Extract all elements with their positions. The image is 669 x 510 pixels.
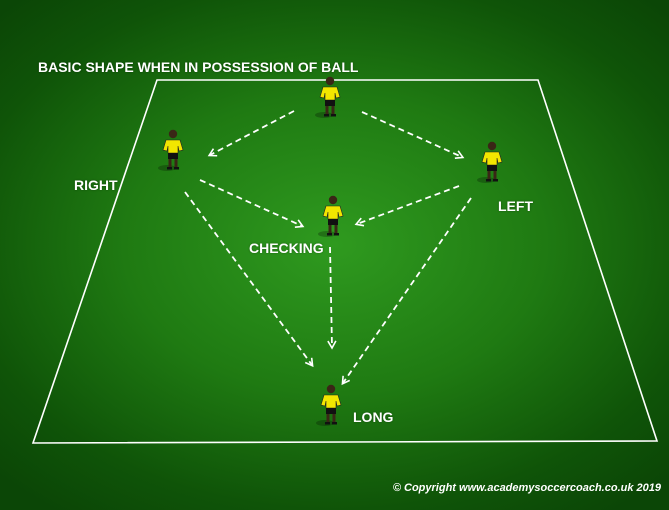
label-checking: CHECKING <box>249 240 324 256</box>
pass-arrow-top-to-right <box>207 110 295 157</box>
label-right: RIGHT <box>74 177 118 193</box>
copyright-notice: © Copyright www.academysoccercoach.co.uk… <box>392 482 661 494</box>
pass-arrow-left-to-long <box>341 197 472 386</box>
diagram-title: BASIC SHAPE WHEN IN POSSESSION OF BALL <box>38 59 359 75</box>
pass-arrow-left-to-checking <box>354 185 460 227</box>
player-checking <box>317 194 349 238</box>
player-long <box>315 383 347 427</box>
pass-arrow-top-to-left <box>361 111 465 159</box>
player-right <box>157 128 189 172</box>
label-long: LONG <box>353 409 394 425</box>
player-left <box>476 140 508 184</box>
player-top <box>314 75 346 119</box>
label-left: LEFT <box>498 198 533 214</box>
pass-arrow-checking-to-long <box>327 246 337 350</box>
pass-arrow-right-to-long <box>184 191 314 368</box>
pitch-boundary <box>31 79 659 444</box>
pass-arrows <box>184 110 472 386</box>
pass-arrow-right-to-checking <box>199 179 305 228</box>
